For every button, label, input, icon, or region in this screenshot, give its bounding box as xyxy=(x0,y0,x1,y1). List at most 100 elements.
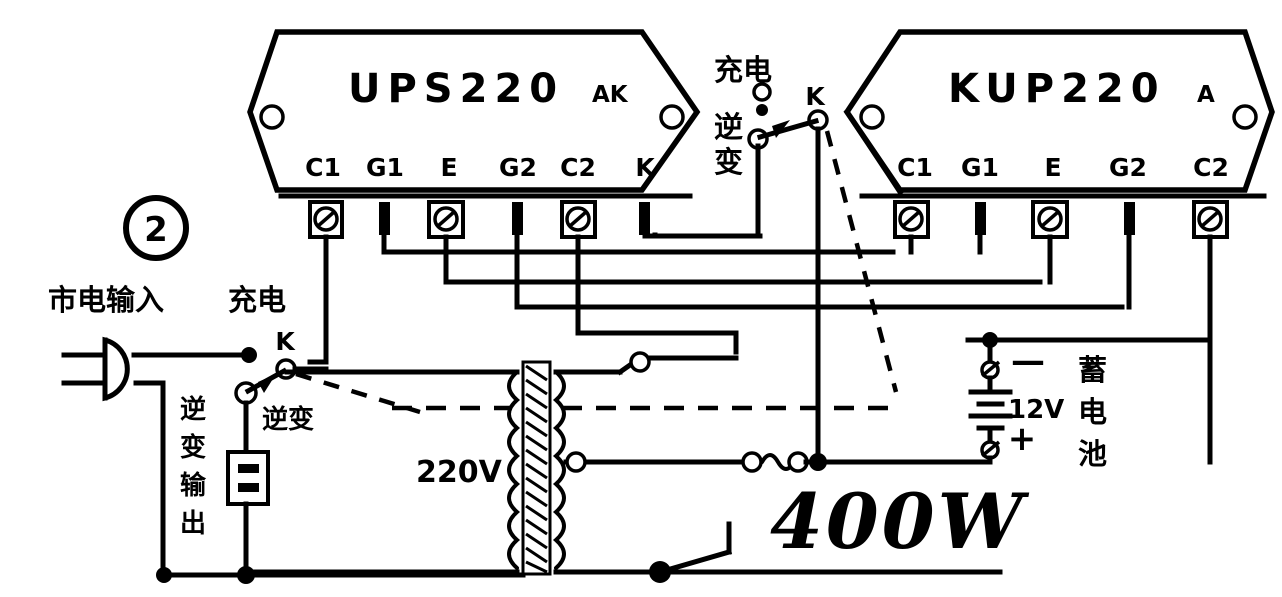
right-terminal-e-slot xyxy=(1040,210,1060,228)
battery-voltage-label: 12V xyxy=(1008,395,1064,425)
pin-label-c1: C1 xyxy=(305,153,341,182)
right-module-mount-hole-right xyxy=(1232,104,1258,130)
right-module-corner-edge xyxy=(843,108,904,196)
right-terminal-g2-pin xyxy=(1124,202,1135,235)
transformer-core-hatch xyxy=(525,364,548,574)
left-switch-k[interactable]: K xyxy=(234,327,421,455)
transformer-secondary-winding xyxy=(552,370,566,570)
bottom-rail-junction-left xyxy=(156,567,172,583)
center-switch-lower-dot xyxy=(756,104,768,116)
wire-e-bus xyxy=(443,234,1043,285)
label-inverter-output: 逆 变 输 出 xyxy=(180,394,207,539)
battery-name-char-2: 电 xyxy=(1078,395,1107,429)
right-module-pin-labels: C1 G1 E G2 C2 xyxy=(897,153,1229,182)
battery-top-node xyxy=(982,332,998,348)
figure-number: 2 xyxy=(123,195,189,261)
right-pin-label-c1: C1 xyxy=(897,153,933,182)
battery-positive-sign: + xyxy=(1008,419,1037,459)
transformer-primary-winding xyxy=(507,370,521,570)
plug-hot-node xyxy=(241,347,257,363)
output-component-bar-2 xyxy=(238,483,259,492)
center-switch-arrow xyxy=(772,120,790,138)
label-inverter-center-2: 变 xyxy=(714,145,743,179)
battery-negative-slot xyxy=(980,360,1001,378)
figure-number-text: 2 xyxy=(144,210,168,250)
pin-label-g2: G2 xyxy=(499,153,537,182)
mains-plug xyxy=(61,336,130,402)
center-switch-blade[interactable] xyxy=(756,117,820,141)
power-rating-label: 400W xyxy=(770,477,1030,566)
center-switch-charge-contact[interactable] xyxy=(752,82,772,102)
left-switch-gang-dashed xyxy=(295,371,421,415)
transformer-core xyxy=(521,360,552,576)
left-module-outline xyxy=(247,29,701,193)
terminal-e-slot xyxy=(436,210,456,228)
left-switch-k-label: K xyxy=(275,327,296,356)
switch-gang-dashed-line xyxy=(824,130,899,393)
right-pin-label-g2: G2 xyxy=(1109,153,1147,182)
bottom-rail-junction-output xyxy=(237,566,255,584)
left-module-title: UPS220 xyxy=(348,66,564,112)
right-module-wiring xyxy=(908,232,1213,465)
label-charge-left: 充电 xyxy=(228,283,286,317)
center-switch-k[interactable]: K xyxy=(642,82,899,465)
inverter-output-char-2: 变 xyxy=(180,432,206,463)
battery-line-junction xyxy=(809,453,827,471)
left-module-suffix: AK xyxy=(592,82,629,108)
plug-body xyxy=(102,336,130,402)
left-module-mount-hole-right xyxy=(659,104,685,130)
transformer-primary-label: 220V xyxy=(416,455,503,490)
output-component xyxy=(226,450,270,578)
battery-line-node-a xyxy=(741,451,763,473)
inverter-output-char-4: 出 xyxy=(180,509,206,539)
inverter-output-char-1: 逆 xyxy=(180,394,206,425)
transformer: 220V xyxy=(416,360,566,576)
right-pin-label-c2: C2 xyxy=(1193,153,1229,182)
wire-plug-neutral xyxy=(133,380,166,578)
right-terminal-c2-slot xyxy=(1200,210,1220,228)
left-module-wiring xyxy=(307,232,1125,365)
right-terminal-c1-slot xyxy=(901,210,921,228)
left-module-pin-labels: C1 G1 E G2 C2 K xyxy=(305,153,656,182)
terminal-c1-slot xyxy=(316,210,336,228)
secondary-top-node xyxy=(629,351,651,373)
left-switch-arrow xyxy=(258,374,276,393)
right-terminal-g1-pin xyxy=(975,202,986,235)
output-component-box xyxy=(226,450,270,506)
wire-c2-bus xyxy=(575,234,739,355)
battery-negative-sign: — xyxy=(1011,341,1045,381)
label-mains-input: 市电输入 xyxy=(48,283,164,317)
left-module-terminals xyxy=(308,200,650,239)
terminal-g2-pin xyxy=(512,202,523,235)
terminal-k-pin xyxy=(639,202,650,235)
right-module: KUP220 A xyxy=(843,29,1275,193)
left-module-mount-hole-left xyxy=(259,104,285,130)
wire-g1-bus xyxy=(381,232,896,255)
battery-name-char-1: 蓄 xyxy=(1078,353,1107,387)
bottom-rail-diagonal-tap xyxy=(656,548,733,576)
terminal-c2-slot xyxy=(568,210,588,228)
right-module-suffix: A xyxy=(1197,82,1215,108)
left-module: UPS220 AK xyxy=(247,29,701,193)
pin-label-k: K xyxy=(635,153,656,182)
figure-number-circle xyxy=(123,195,189,261)
right-module-terminals xyxy=(893,200,1229,239)
right-pin-label-e: E xyxy=(1044,153,1061,182)
right-module-title: KUP220 xyxy=(948,66,1166,112)
battery-positive-slot xyxy=(980,440,1001,458)
battery: — 12V + xyxy=(965,332,1213,465)
pin-label-g1: G1 xyxy=(366,153,404,182)
secondary-tap-node xyxy=(565,451,587,473)
right-pin-label-g1: G1 xyxy=(961,153,999,182)
label-inverter-left: 逆变 xyxy=(262,404,314,435)
inverter-output-char-3: 输 xyxy=(180,470,207,501)
battery-name-char-3: 池 xyxy=(1078,437,1107,471)
pin-label-e: E xyxy=(440,153,457,182)
label-charge-center: 充电 xyxy=(714,53,772,87)
pin-label-c2: C2 xyxy=(560,153,596,182)
label-inverter-center-1: 逆 xyxy=(714,110,743,144)
center-switch-k-label: K xyxy=(805,82,826,111)
right-module-mount-hole-left xyxy=(859,104,885,130)
terminal-g1-pin xyxy=(379,202,390,235)
